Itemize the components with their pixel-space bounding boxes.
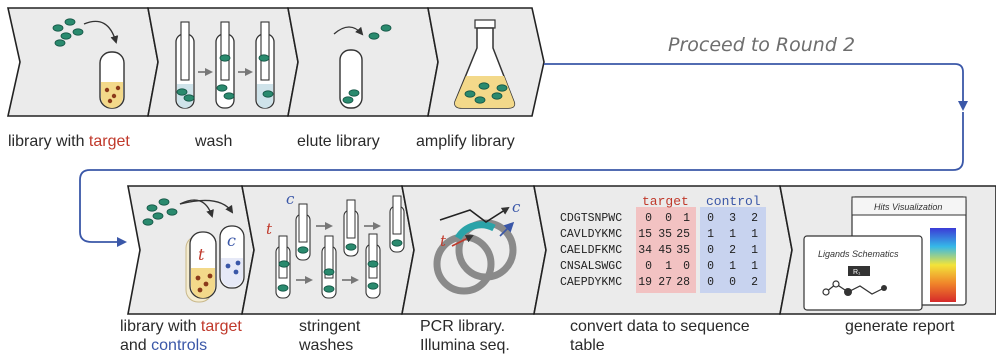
label-generate-report: generate report [845, 318, 955, 335]
wash-letter-c: c [286, 190, 295, 208]
table-header-control: control [706, 194, 761, 209]
label-amplify-library: amplify library [416, 133, 515, 150]
table-cell-target: 15 [638, 228, 652, 241]
table-cell-control: 0 [707, 276, 714, 289]
label-convert-line2: table [570, 337, 605, 354]
hits-visualization-title: Hits Visualization [874, 202, 942, 212]
panel-library-with-target [7, 7, 159, 117]
ligands-schematics-title: Ligands Schematics [818, 249, 899, 259]
table-cell-control: 1 [751, 228, 758, 241]
tube-letter-c: c [227, 231, 236, 250]
library-target-controls-illustration: t c [142, 198, 245, 303]
label-wash: wash [194, 133, 232, 150]
wash-letter-t: t [266, 220, 273, 238]
schematic-node-box [848, 266, 870, 276]
table-cell-target: 1 [665, 260, 672, 273]
label-stringent-line2: washes [298, 337, 353, 354]
table-row-sequence: CDGTSNPWC [560, 212, 622, 225]
table-cell-target: 0 [683, 260, 690, 273]
table-cell-control: 0 [707, 212, 714, 225]
table-cell-target: 34 [638, 244, 652, 257]
library-target-illustration [52, 18, 125, 109]
pcr-letter-c: c [512, 198, 521, 216]
return-connector-arrow [79, 112, 964, 247]
label-library-with-target: library with target [8, 133, 130, 150]
panel-elute-library [287, 7, 439, 117]
tube-letter-t: t [198, 245, 205, 264]
stringent-washes-illustration: c t [266, 190, 405, 299]
heatmap-strip [930, 228, 956, 302]
report-illustration: Hits Visualization Ligands Schematics R₁ [803, 196, 967, 311]
table-cell-control: 1 [729, 260, 736, 273]
table-cell-target: 45 [658, 244, 672, 257]
target-columns-bg [636, 207, 696, 293]
table-cell-control: 0 [729, 276, 736, 289]
elute-illustration [333, 24, 392, 109]
round2-loop-arrow [544, 63, 968, 111]
table-row-sequence: CNSALSWGC [560, 260, 622, 273]
wash-illustration [175, 21, 275, 109]
label-library-with-target-controls-line1: library with target [120, 318, 242, 335]
label-pcr-line1: PCR library. [420, 318, 505, 335]
label-elute-library: elute library [297, 133, 380, 150]
control-columns-bg [700, 207, 766, 293]
table-header-target: target [642, 194, 689, 209]
table-row-sequence: CAVLDYKMC [560, 228, 622, 241]
table-cell-control: 2 [751, 276, 758, 289]
table-cell-target: 0 [645, 212, 652, 225]
table-cell-target: 0 [645, 260, 652, 273]
table-cell-target: 1 [683, 212, 690, 225]
table-cell-control: 2 [729, 244, 736, 257]
table-row-sequence: CAEPDYKMC [560, 276, 622, 289]
table-cell-target: 25 [676, 228, 690, 241]
label-convert-line1: convert data to sequence [570, 318, 750, 335]
table-cell-control: 1 [729, 228, 736, 241]
schematic-node-label: R₁ [853, 269, 861, 276]
table-cell-control: 1 [751, 244, 758, 257]
table-cell-target: 0 [665, 212, 672, 225]
panel-pcr-illumina [401, 185, 547, 315]
pcr-illustration: t c [433, 198, 521, 295]
table-cell-target: 28 [676, 276, 690, 289]
table-cell-control: 0 [707, 244, 714, 257]
table-cell-control: 1 [707, 228, 714, 241]
label-stringent-line1: stringent [299, 318, 361, 335]
table-cell-control: 2 [751, 212, 758, 225]
table-cell-control: 0 [707, 260, 714, 273]
table-row-sequence: CAELDFKMC [560, 244, 622, 257]
table-cell-control: 1 [751, 260, 758, 273]
table-cell-target: 35 [658, 228, 672, 241]
proceed-to-round-2-text: Proceed to Round 2 [668, 34, 855, 56]
table-cell-target: 19 [638, 276, 652, 289]
label-pcr-line2: Illumina seq. [420, 337, 510, 354]
table-cell-control: 3 [729, 212, 736, 225]
label-library-with-target-controls-line2: and controls [120, 337, 207, 354]
table-cell-target: 35 [676, 244, 690, 257]
amplify-flask-illustration [454, 19, 516, 109]
pcr-letter-t: t [440, 232, 447, 250]
table-cell-target: 27 [658, 276, 672, 289]
